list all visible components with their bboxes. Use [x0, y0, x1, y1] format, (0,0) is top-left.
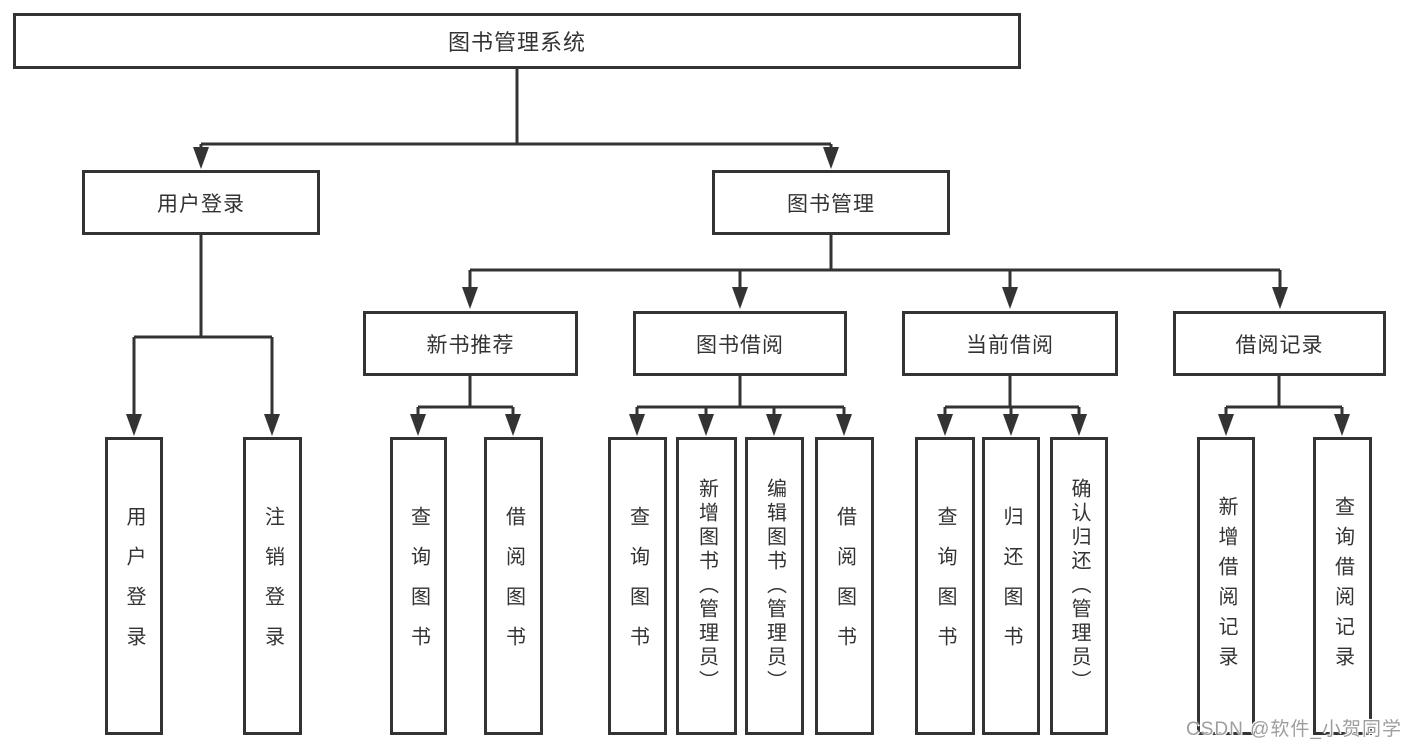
leaf-query-books-borrow-label: 查询图书 [626, 506, 649, 666]
leaf-logout-label: 注销登录 [261, 506, 284, 666]
node-book-borrow: 图书借阅 [633, 311, 847, 376]
leaf-borrow-books-label: 借阅图书 [833, 506, 856, 666]
connector-book-borrow [635, 376, 846, 416]
leaf-user-login: 用户登录 [105, 437, 163, 735]
node-user-login: 用户登录 [82, 170, 320, 235]
leaf-query-books-current-label: 查询图书 [934, 506, 956, 666]
arrow-down-icon [836, 414, 852, 436]
arrow-down-icon [629, 414, 645, 436]
arrow-down-icon [126, 414, 142, 436]
leaf-add-book-admin-label: 新增图书（管理员） [695, 478, 718, 694]
node-current-borrow: 当前借阅 [902, 311, 1118, 376]
arrow-down-icon [1071, 414, 1087, 436]
node-book-management-label: 图书管理 [787, 192, 875, 216]
arrow-down-icon [1334, 414, 1350, 436]
leaf-borrow-books-recommend-label: 借阅图书 [502, 506, 525, 666]
leaf-add-book-admin: 新增图书（管理员） [676, 437, 737, 735]
leaf-add-borrow-record-label: 新增借阅记录 [1215, 496, 1237, 676]
arrow-down-icon [937, 414, 953, 436]
arrow-down-icon [462, 287, 478, 309]
arrow-down-icon [1003, 414, 1019, 436]
arrow-down-icon [264, 414, 280, 436]
leaf-logout: 注销登录 [243, 437, 302, 735]
csdn-watermark: CSDN @软件_小贺同学 [1186, 719, 1402, 740]
leaf-query-books-recommend: 查询图书 [390, 437, 447, 735]
arrow-down-icon [1002, 287, 1018, 309]
arrow-down-icon [410, 414, 426, 436]
arrow-down-icon [1272, 287, 1288, 309]
leaf-confirm-return-admin: 确认归还（管理员） [1050, 437, 1108, 735]
connector-new-book-recommend [416, 376, 515, 416]
node-current-borrow-label: 当前借阅 [966, 333, 1054, 357]
leaf-borrow-books-recommend: 借阅图书 [484, 437, 543, 735]
arrow-down-icon [732, 287, 748, 309]
leaf-confirm-return-admin-label: 确认归还（管理员） [1068, 478, 1090, 694]
arrow-down-icon [193, 147, 209, 169]
leaf-borrow-books: 借阅图书 [815, 437, 874, 735]
leaf-user-login-label: 用户登录 [123, 506, 145, 666]
node-user-login-label: 用户登录 [157, 192, 245, 216]
connector-user-login [132, 235, 274, 416]
leaf-query-books-recommend-label: 查询图书 [407, 506, 430, 666]
leaf-edit-book-admin: 编辑图书（管理员） [745, 437, 804, 735]
node-book-borrow-label: 图书借阅 [696, 333, 784, 357]
arrow-down-icon [505, 414, 521, 436]
arrow-down-icon [1218, 414, 1234, 436]
leaf-return-book-label: 归还图书 [1000, 506, 1022, 666]
connector-current-borrow [943, 376, 1081, 416]
connector-book-management [468, 235, 1282, 290]
node-borrow-records: 借阅记录 [1173, 311, 1386, 376]
leaf-query-books-borrow: 查询图书 [608, 437, 667, 735]
leaf-query-books-current: 查询图书 [915, 437, 975, 735]
arrow-down-icon [698, 414, 714, 436]
leaf-query-borrow-record-label: 查询借阅记录 [1331, 496, 1354, 676]
arrow-down-icon [766, 414, 782, 436]
node-root-label: 图书管理系统 [447, 30, 586, 55]
node-new-book-recommend: 新书推荐 [363, 311, 578, 376]
node-new-book-recommend-label: 新书推荐 [426, 333, 515, 357]
node-book-management: 图书管理 [712, 170, 950, 235]
connector-borrow-records [1224, 376, 1344, 416]
node-root: 图书管理系统 [13, 13, 1021, 69]
leaf-edit-book-admin-label: 编辑图书（管理员） [763, 478, 786, 694]
leaf-add-borrow-record: 新增借阅记录 [1197, 437, 1255, 735]
connector-root [199, 69, 833, 150]
arrow-down-icon [823, 147, 839, 169]
leaf-return-book: 归还图书 [982, 437, 1040, 735]
leaf-query-borrow-record: 查询借阅记录 [1313, 437, 1372, 735]
node-borrow-records-label: 借阅记录 [1235, 333, 1324, 357]
